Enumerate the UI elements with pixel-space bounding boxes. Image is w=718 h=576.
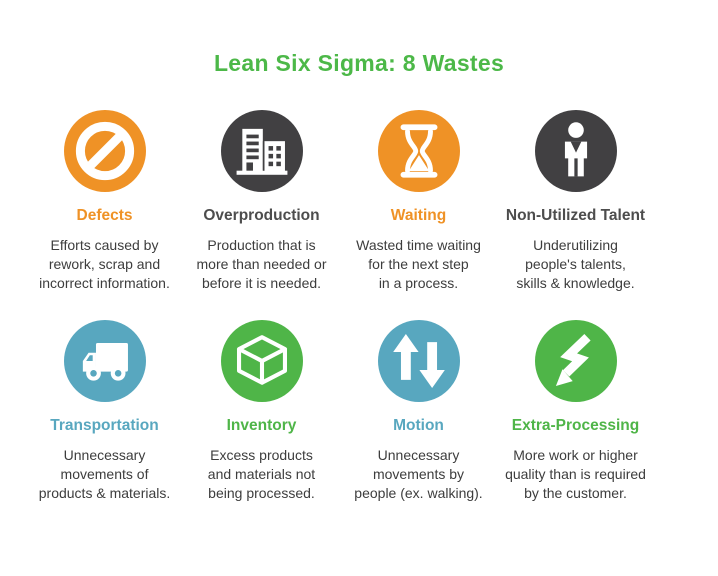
- waste-card-transportation: Transportation Unnecessary movements of …: [26, 320, 183, 530]
- waste-description: Production that is more than needed or b…: [196, 237, 327, 291]
- waste-description: Wasted time waiting for the next step in…: [356, 237, 481, 291]
- waste-description: Efforts caused by rework, scrap and inco…: [39, 237, 170, 291]
- waste-card-extra-processing: Extra-Processing More work or higher qua…: [497, 320, 654, 530]
- waste-label: Inventory: [226, 417, 297, 434]
- hourglass-icon: [400, 124, 437, 178]
- waste-card-overproduction: Overproduction Production that is more t…: [183, 110, 340, 320]
- waste-label: Non-Utilized Talent: [505, 207, 646, 224]
- extra-processing-badge: [534, 320, 617, 402]
- waste-description: More work or higher quality than is requ…: [505, 447, 646, 501]
- waste-description: Excess products and materials not being …: [207, 447, 316, 501]
- inventory-badge: [220, 320, 303, 402]
- waste-card-defects: Defects Efforts caused by rework, scrap …: [26, 110, 183, 320]
- motion-badge: [377, 320, 460, 402]
- waste-description: Unnecessary movements by people (ex. wal…: [354, 447, 483, 501]
- waste-label: Overproduction: [203, 207, 320, 224]
- person-icon: [564, 122, 587, 177]
- cube-icon: [236, 335, 287, 385]
- truck-icon: [82, 342, 128, 381]
- non-utilized-talent-badge: [534, 110, 617, 192]
- waste-label: Transportation: [50, 417, 159, 434]
- overproduction-badge: [220, 110, 303, 192]
- waste-description: Underutilizing people's talents, skills …: [516, 237, 635, 291]
- wastes-grid: Defects Efforts caused by rework, scrap …: [26, 110, 718, 530]
- waste-description: Unnecessary movements of products & mate…: [38, 447, 171, 501]
- buildings-icon: [236, 128, 287, 175]
- waste-card-inventory: Inventory Excess products and materials …: [183, 320, 340, 530]
- waste-label: Motion: [393, 417, 444, 434]
- transportation-badge: [63, 320, 146, 402]
- waste-card-motion: Motion Unnecessary movements by people (…: [340, 320, 497, 530]
- page-title: Lean Six Sigma: 8 Wastes: [213, 50, 505, 76]
- arrows-up-down-icon: [392, 333, 445, 389]
- waste-label: Waiting: [390, 207, 447, 224]
- lightning-arrow-icon: [555, 333, 591, 387]
- defects-badge: [63, 110, 146, 192]
- waiting-badge: [377, 110, 460, 192]
- waste-label: Defects: [76, 207, 133, 224]
- waste-label: Extra-Processing: [511, 417, 640, 434]
- no-entry-icon: [75, 121, 134, 181]
- waste-card-waiting: Waiting Wasted time waiting for the next…: [340, 110, 497, 320]
- waste-card-non-utilized-talent: Non-Utilized Talent Underutilizing peopl…: [497, 110, 654, 320]
